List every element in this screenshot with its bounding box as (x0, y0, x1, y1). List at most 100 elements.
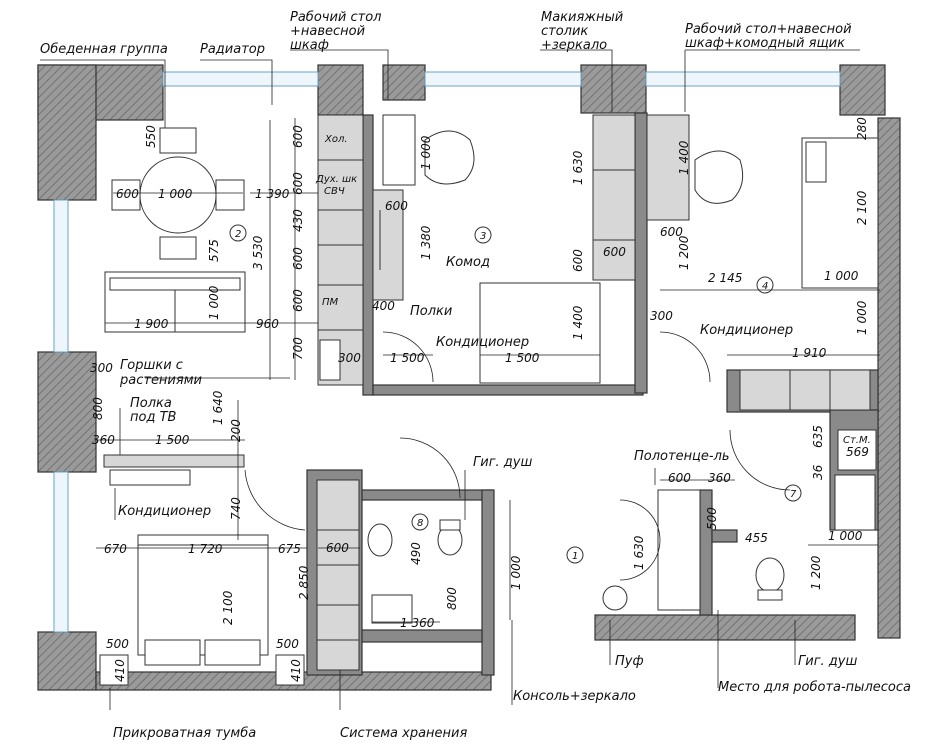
dim-text: 1 200 (677, 235, 691, 270)
wall-west-mid (37, 351, 97, 473)
label-washer: Ст.М. (843, 435, 871, 446)
dim-text: 1 390 (255, 187, 290, 201)
dim-text: 2 145 (708, 271, 742, 285)
dim-text: 600 (603, 245, 626, 259)
dining-table (111, 127, 245, 260)
window-4 (53, 199, 69, 353)
dim-text: 600 (291, 125, 305, 148)
dim-text: 280 (855, 117, 869, 140)
storage-system (316, 479, 360, 671)
dimension-texts: 550 600 1 000 1 390 3 530 575 1 000 1 90… (90, 117, 869, 682)
label-desk-drawer: Рабочий стол+навесной (685, 22, 852, 37)
wall-bath2-north (711, 529, 738, 543)
label-desk-drawer: шкаф+комодный ящик (685, 36, 845, 51)
label-desk-cabinet: шкаф (290, 38, 329, 53)
wall-east (877, 117, 901, 639)
label-makeup: столик (541, 24, 588, 39)
dim-text: 960 (256, 317, 279, 331)
dim-text: 2 100 (855, 190, 869, 225)
dim-text: 3 530 (251, 235, 265, 270)
dim-text: 1 630 (571, 150, 585, 185)
room-number: 8 (417, 518, 423, 529)
label-storage: Система хранения (340, 726, 468, 741)
label-towel-dryer: Полотенце-ль (634, 449, 730, 464)
label-console-mirror: Консоль+зеркало (513, 689, 636, 704)
dim-text: 1 360 (400, 616, 435, 630)
dim-text: 1 630 (632, 535, 646, 570)
label-radiator: Радиатор (200, 42, 265, 57)
label-tv-shelf: под ТВ (130, 410, 177, 425)
label-makeup: +зеркало (541, 38, 607, 53)
dimension-lines (96, 118, 880, 623)
pouf (602, 585, 628, 611)
dim-text: 675 (278, 542, 301, 556)
dim-text: 800 (445, 587, 459, 610)
bathroom-fixtures (367, 429, 877, 624)
room-number: 1 (572, 551, 578, 562)
dim-text: 36 (811, 464, 825, 480)
dim-text: 740 (229, 497, 243, 520)
dim-text: 550 (144, 125, 158, 148)
label-hygienic-shower: Гиг. душ (473, 455, 532, 470)
dim-text: 1 500 (505, 351, 540, 365)
dim-text: 410 (289, 659, 303, 682)
label-fridge: Хол. (324, 134, 348, 145)
label-dining-group: Обеденная группа (40, 42, 168, 57)
dim-text: 300 (338, 351, 361, 365)
label-bedside: Прикроватная тумба (113, 726, 256, 741)
dim-text: 600 (571, 249, 585, 272)
dim-text: 635 (811, 425, 825, 448)
dim-text: 1 640 (211, 390, 225, 425)
windows (53, 71, 841, 633)
window-3 (645, 71, 841, 87)
dim-text: 1 000 (855, 300, 869, 335)
dim-text: 455 (745, 531, 768, 545)
tv-shelf (103, 454, 245, 486)
dim-text: 500 (106, 637, 129, 651)
dim-text: 670 (104, 542, 127, 556)
wall-bath-east (481, 489, 495, 676)
dim-text: 600 (660, 225, 683, 239)
dim-text: 500 (705, 507, 719, 530)
room-markers: 1 2 3 4 7 8 (229, 224, 802, 564)
dim-text: 490 (409, 542, 423, 565)
annotation-labels: Обеденная группа Радиатор Рабочий стол +… (40, 10, 911, 741)
dim-text: 300 (90, 361, 113, 375)
bed (99, 534, 305, 686)
wall-west-upper (37, 64, 97, 201)
wall-pier-2 (580, 64, 647, 114)
label-hygienic-shower: Гиг. душ (798, 654, 857, 669)
window-2 (424, 71, 582, 87)
label-pouf: Пуф (615, 654, 644, 669)
label-plants: растениями (119, 373, 202, 388)
dim-text: 410 (113, 659, 127, 682)
room3-furniture (372, 114, 636, 384)
room-number: 2 (235, 229, 241, 240)
leader-lines (40, 49, 860, 710)
dim-text: 575 (207, 239, 221, 262)
dim-text: 600 (385, 199, 408, 213)
dim-text: 1 200 (809, 555, 823, 590)
dim-text: 360 (92, 433, 115, 447)
wall-ne-corner (839, 64, 886, 116)
wall-room3-room4 (634, 112, 648, 394)
wall-sw-corner (37, 631, 97, 691)
dim-text: 600 (326, 541, 349, 555)
label-shelves: Полки (410, 304, 452, 319)
dim-text: 600 (291, 289, 305, 312)
dim-text: 1 380 (419, 225, 433, 260)
label-washer: 569 (846, 445, 869, 459)
label-oven: СВЧ (324, 186, 345, 197)
wall-bath-north (361, 489, 493, 501)
wall-south-east (594, 614, 856, 641)
label-oven: Дух. шк (315, 174, 357, 185)
label-desk-cabinet: Рабочий стол (290, 10, 381, 25)
room-number: 7 (790, 489, 797, 500)
dim-text: 1 900 (134, 317, 169, 331)
label-tv-shelf: Полка (130, 396, 172, 411)
dim-text: 1 400 (677, 140, 691, 175)
label-robot-vacuum: Место для робота-пылесоса (718, 680, 911, 695)
wall-pier-1b (382, 64, 426, 101)
dim-text: 300 (650, 309, 673, 323)
